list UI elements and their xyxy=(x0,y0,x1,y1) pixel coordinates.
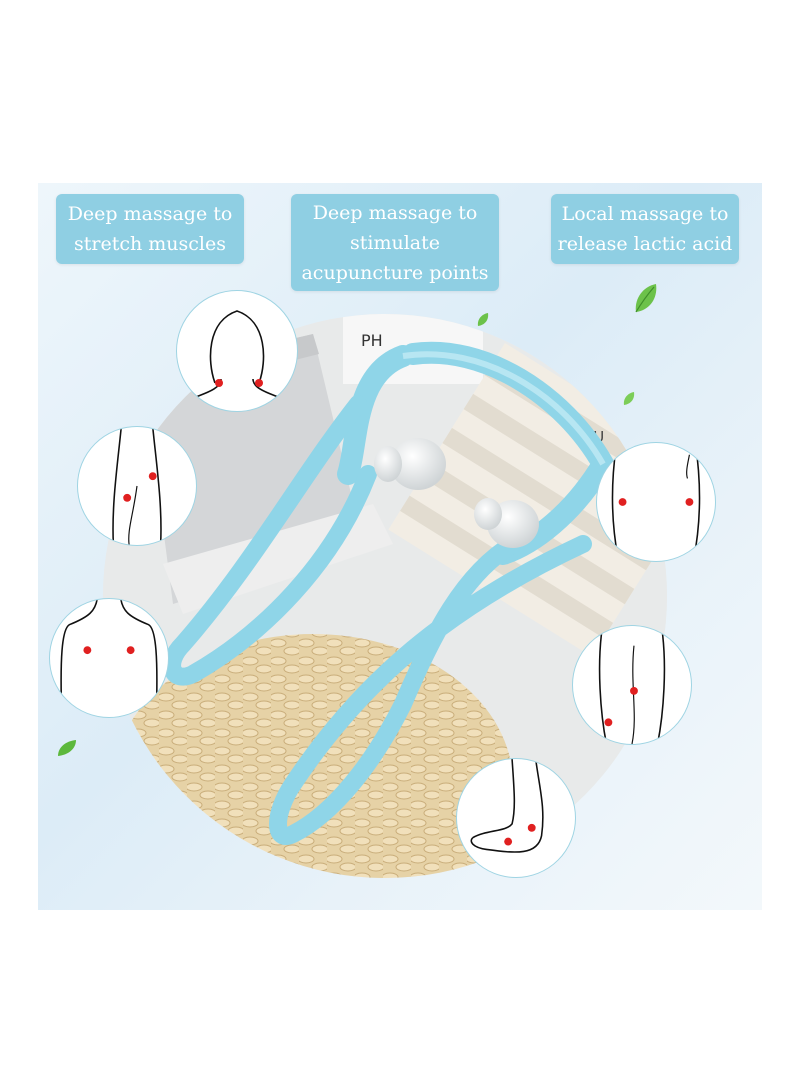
label-line: Deep massage to xyxy=(312,201,478,224)
arm-acupoint-icon xyxy=(77,426,197,546)
label-line: stimulate xyxy=(350,231,440,254)
product-photo: PH BU xyxy=(103,314,667,878)
leaf-icon xyxy=(477,313,489,326)
label-stretch-muscles: Deep massage to stretch muscles xyxy=(56,194,244,264)
back-acupoint-icon xyxy=(596,442,716,562)
label-line: Deep massage to xyxy=(67,203,233,225)
leg-acupoint-icon xyxy=(572,625,692,745)
head-acupoint-icon xyxy=(176,290,298,412)
label-line: acupuncture points xyxy=(301,261,489,284)
leaf-icon xyxy=(58,740,76,756)
leaf-icon xyxy=(623,392,635,405)
label-release-lactic-acid: Local massage to release lactic acid xyxy=(551,194,739,264)
leaf-icon xyxy=(635,284,657,313)
label-line: release lactic acid xyxy=(557,233,733,255)
foot-acupoint-icon xyxy=(456,758,576,878)
label-acupuncture-points: Deep massage to stimulate acupuncture po… xyxy=(291,194,499,291)
shoulders-acupoint-icon xyxy=(49,598,169,718)
label-line: stretch muscles xyxy=(74,233,226,255)
label-line: Local massage to xyxy=(561,203,729,225)
box-text: PH xyxy=(361,331,383,350)
